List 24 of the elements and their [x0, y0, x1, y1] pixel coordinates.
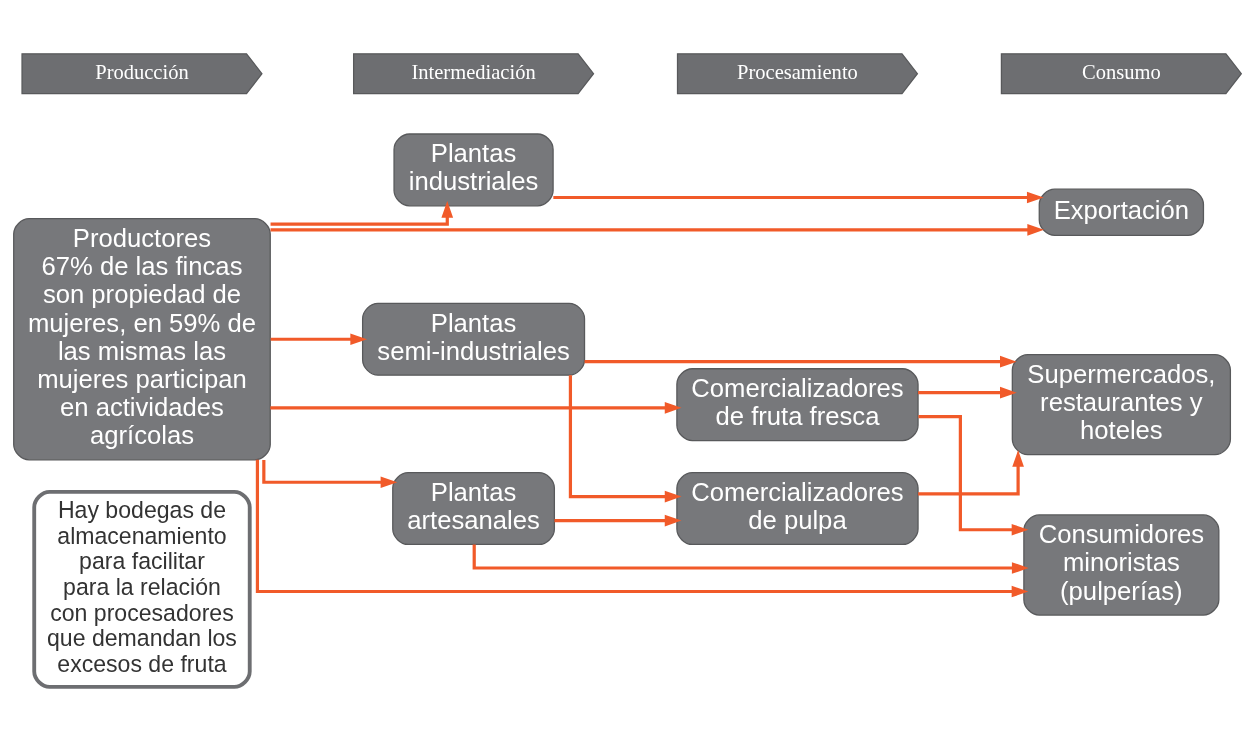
arrow — [472, 544, 1029, 574]
arrow — [584, 355, 1017, 368]
node-box: Plantas artesanales — [392, 472, 555, 546]
node-box: Consumidores minoristas (pulperías) — [1023, 514, 1220, 616]
arrow — [554, 514, 682, 527]
arrow — [255, 459, 1029, 598]
arrow — [553, 191, 1044, 204]
arrow — [918, 415, 1029, 536]
arrow — [270, 402, 682, 414]
node-box: Comercializadores de fruta fresca — [676, 368, 919, 442]
arrow — [918, 450, 1024, 496]
arrow — [270, 333, 368, 346]
arrow — [262, 459, 398, 489]
node-box: Supermercados, restaurantes y hoteles — [1011, 354, 1232, 456]
node-box: Plantas semi-industriales — [361, 302, 586, 376]
arrow — [918, 386, 1017, 399]
arrow — [270, 200, 454, 226]
node-box: Comercializadores de pulpa — [676, 472, 919, 546]
node-box: Exportación — [1038, 188, 1205, 236]
node-box: Productores 67% de las fincas son propiedad de mujeres, en 59% de las mismas las mujeres participan en actividades agrícolas — [13, 218, 271, 461]
arrow — [270, 223, 1045, 236]
arrow — [568, 375, 682, 503]
node-box: Plantas industriales — [393, 133, 554, 207]
node-box: Hay bodegas de almacenamiento para facilitar para la relación con procesadores que demandan los excesos de fruta — [32, 489, 252, 689]
